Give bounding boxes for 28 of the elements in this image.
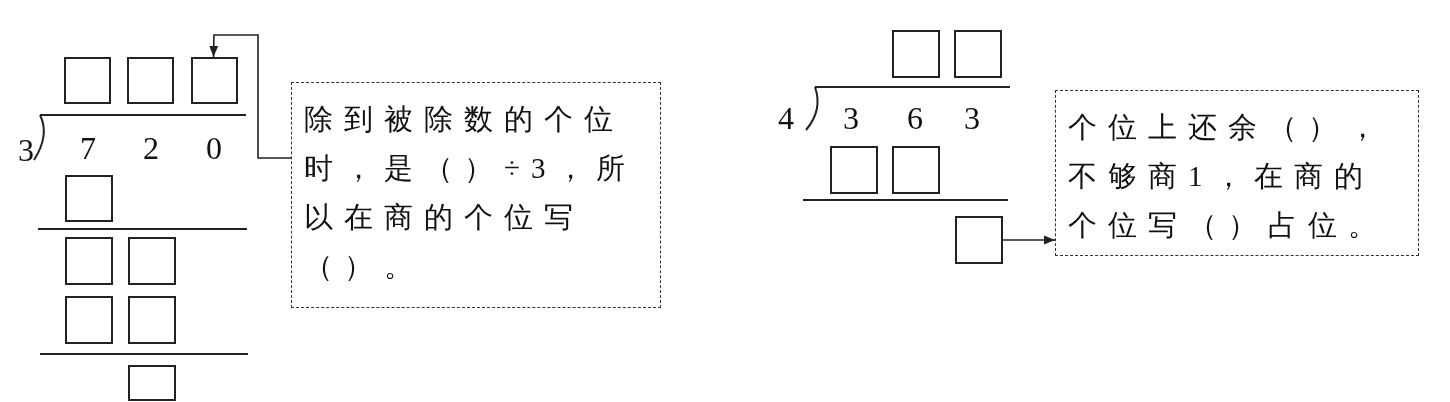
digit: 3 [843,100,859,136]
arrow [1002,235,1056,245]
answer-box [954,30,1002,78]
digit: 0 [206,130,222,166]
answer-box [892,146,940,194]
answer-box [128,365,176,401]
answer-box [128,237,176,285]
answer-box [64,57,111,104]
answer-box [65,237,113,285]
note-text: 除到被除数的个位时，是（）÷3，所以在商的个位写（）。 [304,102,638,284]
digit: 4 [778,100,794,136]
answer-box [65,175,113,222]
answer-box [830,146,878,194]
answer-box [191,57,238,104]
answer-box [128,296,176,344]
answer-box [65,296,113,344]
digit: 7 [80,130,96,166]
arrow [209,34,292,159]
digit: 3 [18,132,34,168]
digit: 6 [907,100,923,136]
answer-box [892,30,940,78]
note-text: 个位上还余（），不够商1，在商的个位写（）占位。 [1068,110,1389,243]
dashed-note-box [1055,90,1419,256]
dashed-note-box [291,82,661,308]
digit: 2 [143,130,159,166]
answer-box [127,57,174,104]
digit: 3 [964,100,980,136]
answer-box [955,216,1003,264]
